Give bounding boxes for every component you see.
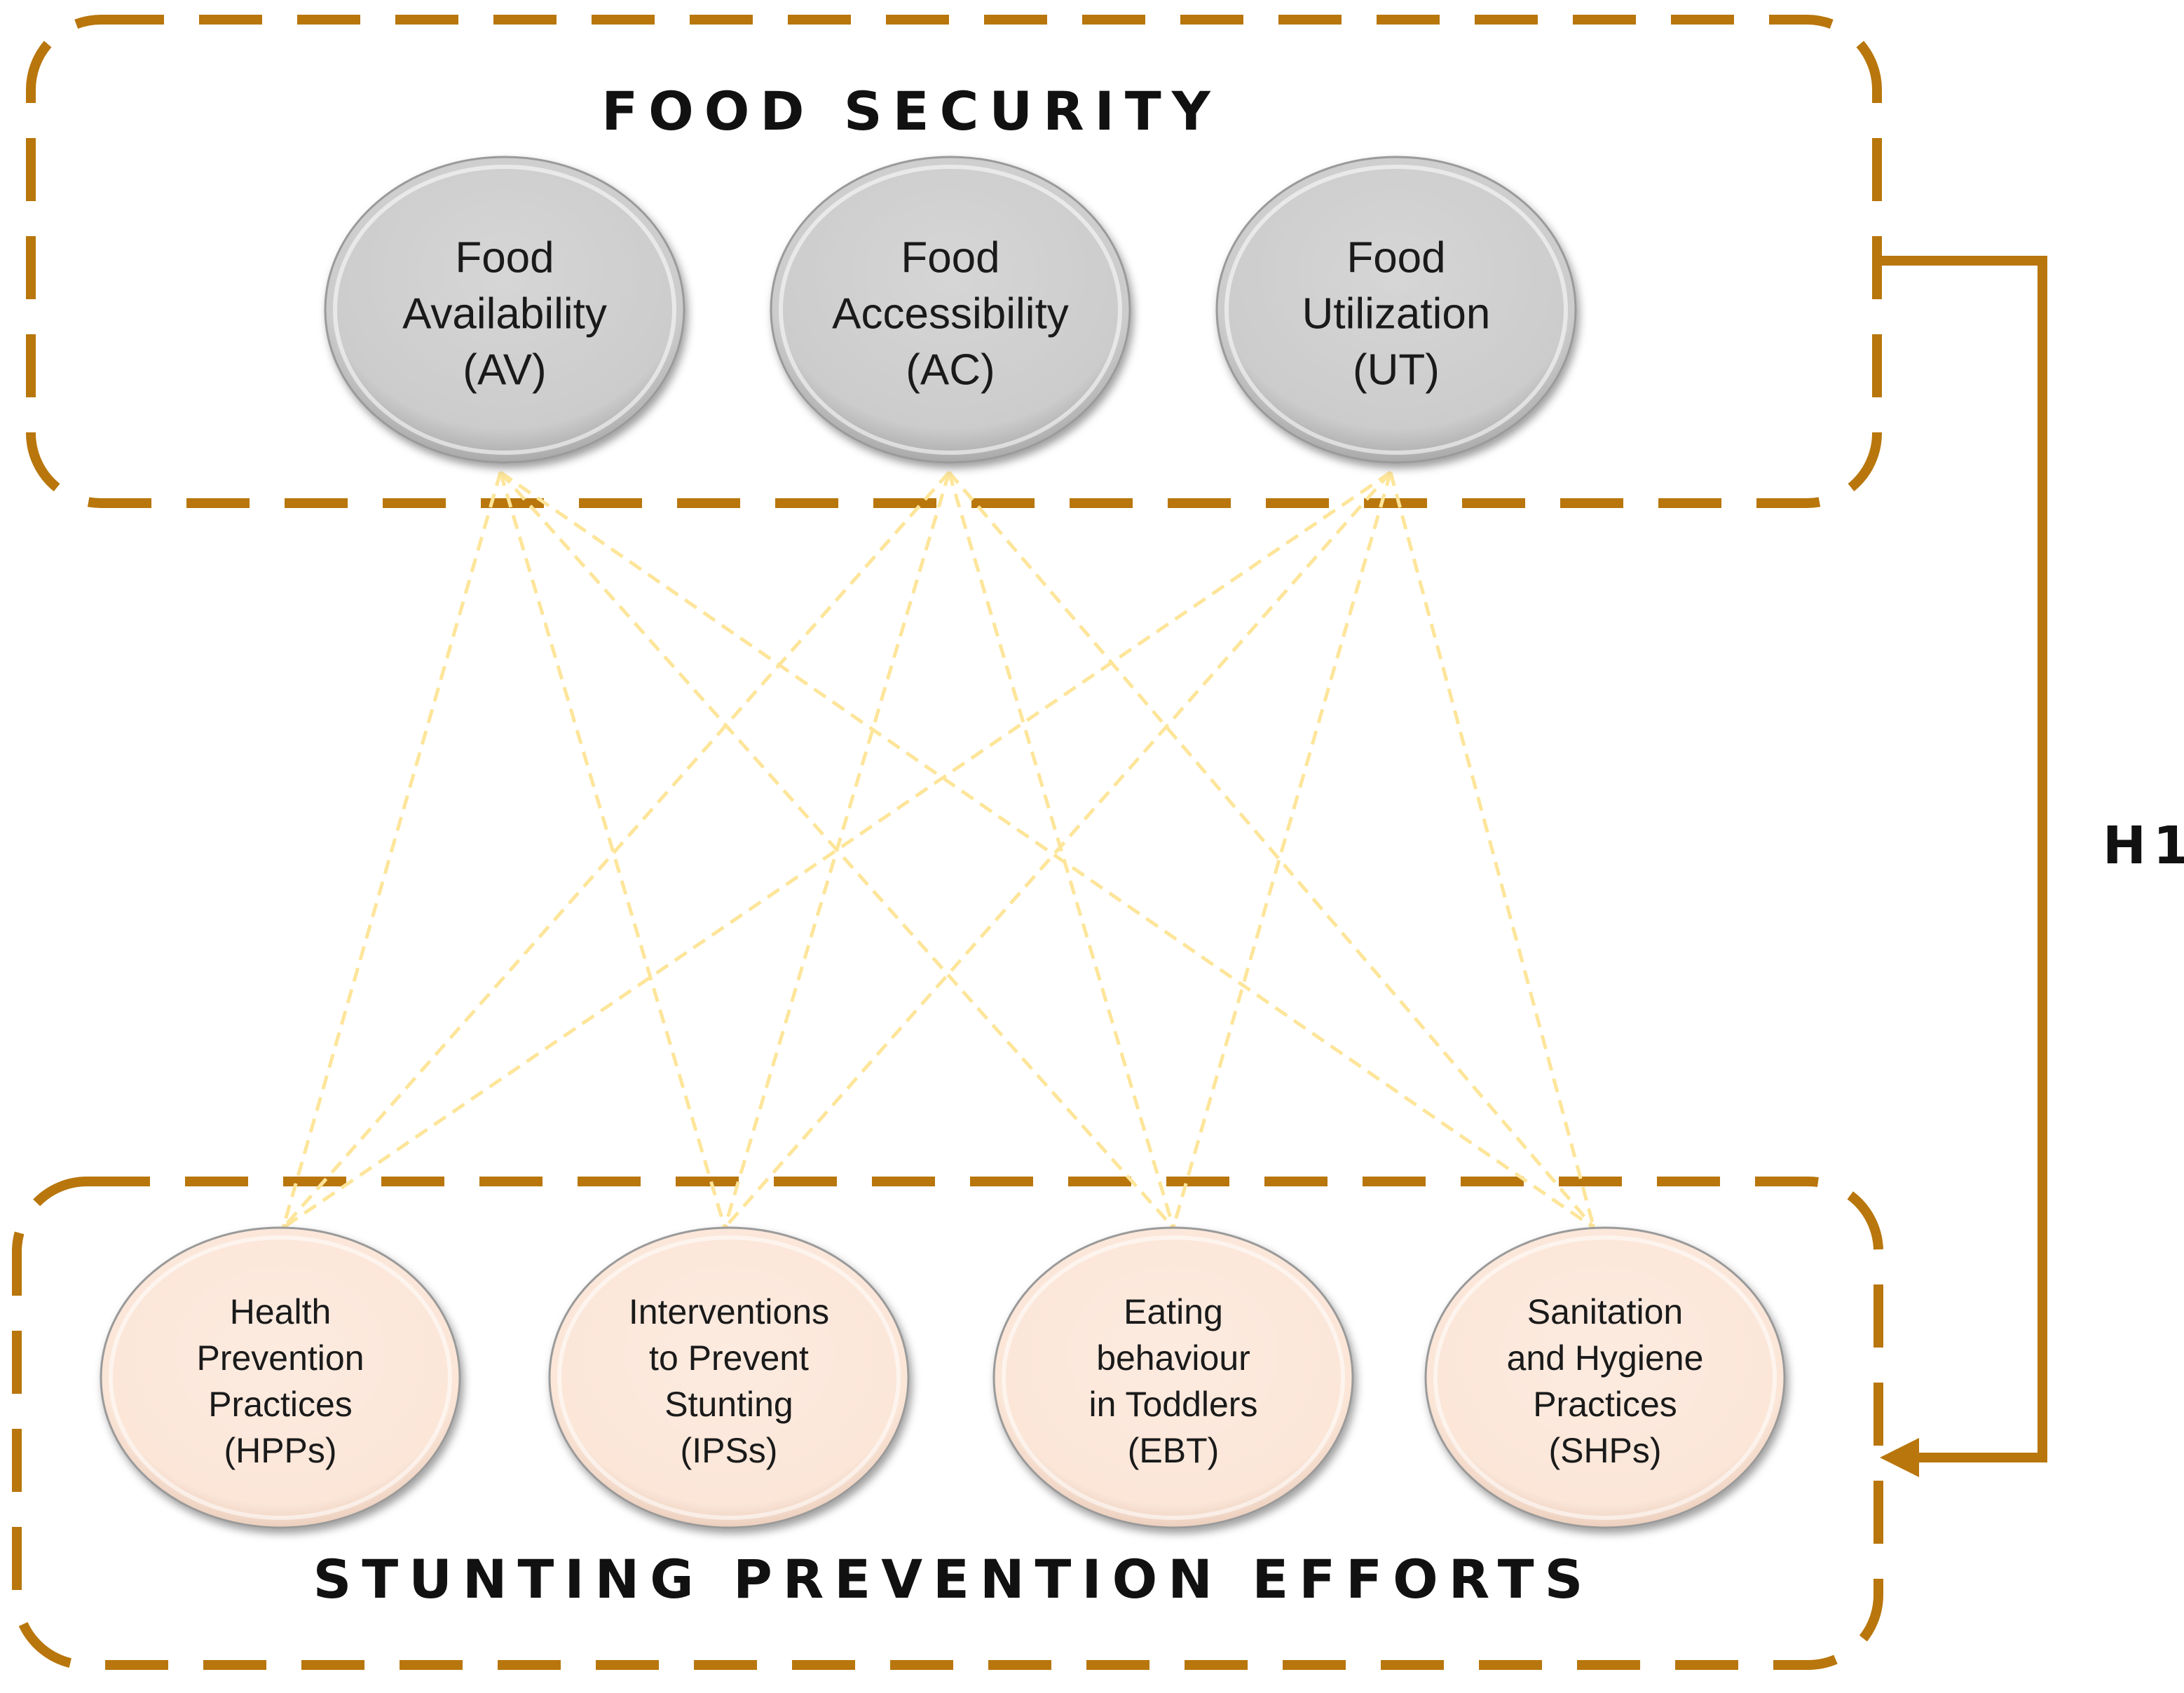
stunting-node-shape	[992, 1226, 1354, 1529]
food-security-node-shape	[770, 156, 1131, 464]
food-security-node-label-line: (AC)	[906, 345, 995, 394]
stunting-node-shape	[548, 1226, 910, 1529]
stunting-node-label-line: to Prevent	[649, 1338, 809, 1378]
h1-arrowhead	[1880, 1438, 1919, 1477]
stunting-node-label-line: (IPSs)	[681, 1431, 778, 1470]
stunting-node-label-line: and Hygiene	[1507, 1338, 1704, 1378]
stunting-prevention-title: STUNTING PREVENTION EFFORTS	[313, 1548, 1594, 1610]
food-security-node-label-line: Accessibility	[832, 289, 1069, 338]
stunting-node-highlight	[557, 1235, 901, 1520]
stunting-node-label-line: Sanitation	[1527, 1292, 1683, 1331]
food-security-node-label-line: Food	[455, 233, 554, 282]
food-security-title: FOOD SECURITY	[601, 80, 1221, 142]
link-av-shps	[499, 470, 1595, 1230]
food-security-node-label-line: (UT)	[1353, 345, 1440, 394]
food-security-node-shape	[1215, 156, 1577, 464]
stunting-node-label-line: (EBT)	[1128, 1431, 1220, 1470]
stunting-prevention-group-frame	[12, 1177, 1883, 1670]
stunting-node-shape	[100, 1226, 461, 1529]
link-av-ipss	[498, 471, 727, 1229]
stunting-node-label-line: Interventions	[629, 1292, 829, 1331]
food-security-node-label-line: Food	[1346, 233, 1445, 282]
stunting-node-label-line: in Toddlers	[1089, 1385, 1258, 1424]
h1-hypothesis-arrow	[1876, 256, 2047, 1462]
food-security-node-highlight	[1224, 165, 1568, 455]
link-ut-shps	[1388, 471, 1596, 1229]
stunting-node-highlight	[1002, 1235, 1345, 1520]
food-security-node-label-line: Food	[901, 233, 999, 282]
stunting-node-label-line: behaviour	[1096, 1338, 1250, 1378]
stunting-node-label-line: Practices	[1533, 1385, 1677, 1424]
relationship-links	[281, 470, 1596, 1230]
stunting-node-shape	[1424, 1226, 1786, 1529]
food-security-node-label-line: Availability	[402, 289, 607, 338]
stunting-node-label-line: (SHPs)	[1548, 1431, 1661, 1470]
stunting-node-label-line: (HPPs)	[224, 1431, 336, 1470]
stunting-node-label-line: Prevention	[196, 1338, 364, 1378]
food-security-node-highlight	[779, 165, 1122, 455]
stunting-node-label-line: Health	[230, 1292, 332, 1331]
stunting-node-highlight	[109, 1235, 452, 1520]
stunting-node-label-line: Practices	[208, 1385, 353, 1424]
food-security-node-label-line: Utilization	[1302, 289, 1491, 338]
stunting-node-highlight	[1433, 1235, 1777, 1520]
link-av-hpps	[281, 471, 503, 1229]
stunting-node-ebt: Eating behaviour in Toddlers (EBT)	[992, 1226, 1354, 1529]
link-ut-ebt	[1171, 471, 1393, 1229]
food-security-node-shape	[324, 156, 685, 464]
stunting-node-label-line: Eating	[1124, 1292, 1223, 1331]
link-ut-ipss	[723, 471, 1392, 1229]
h1-label: H1	[2103, 816, 2184, 876]
food-security-node-label-line: (AV)	[463, 345, 546, 394]
link-ac-hpps	[282, 471, 950, 1229]
link-ac-ipss	[723, 471, 951, 1229]
link-ac-ebt	[947, 471, 1175, 1229]
stunting-node-label-line: Stunting	[664, 1385, 793, 1424]
food-security-node-highlight	[333, 165, 676, 455]
